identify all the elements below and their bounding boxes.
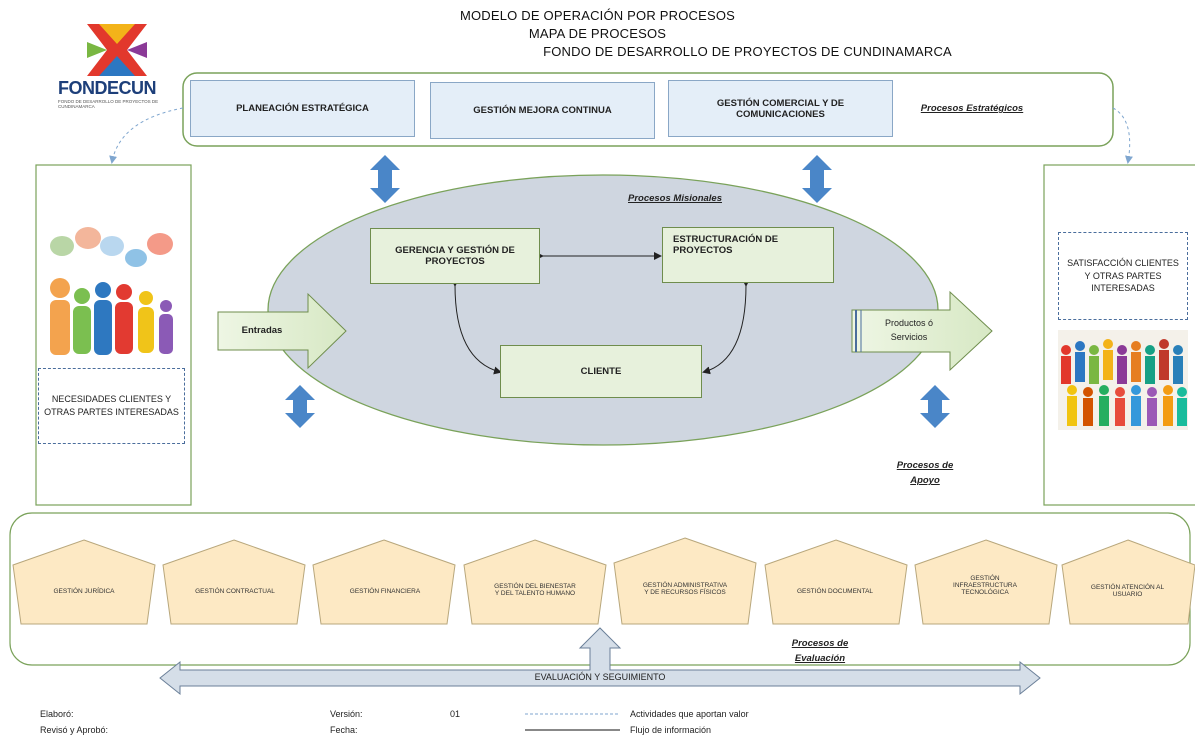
label-procesos-misionales: Procesos Misionales (628, 193, 722, 204)
satisfaction-box: SATISFACCIÓN CLIENTES Y OTRAS PARTES INT… (1058, 232, 1188, 320)
entradas-arrow (217, 292, 347, 370)
legend-dashed-label: Actividades que aportan valor (630, 709, 749, 719)
evaluation-arrow-label: EVALUACIÓN Y SEGUIMIENTO (534, 672, 666, 682)
updown-arrow-icon (285, 385, 315, 428)
pentagon-8 (1061, 539, 1195, 625)
logo-tagline: FONDO DE DESARROLLO DE PROYECTOS DE CUND… (58, 99, 159, 109)
label-procesos-evaluacion: Procesos de Evaluación (791, 638, 849, 665)
support-item-juridica: GESTIÓN JURÍDICA (53, 587, 115, 595)
box-planeacion: PLANEACIÓN ESTRATÉGICA (190, 80, 415, 137)
pentagon-2 (162, 539, 306, 625)
support-item-bienestar: GESTIÓN DEL BIENESTAR Y DEL TALENTO HUMA… (494, 583, 576, 597)
title-line-1: MODELO DE OPERACIÓN POR PROCESOS (459, 8, 736, 23)
legend-solid-label: Flujo de información (630, 725, 712, 735)
label-productos: Productos ó Servicios (884, 318, 934, 342)
title-line-3: FONDO DE DESARROLLO DE PROYECTOS DE CUND… (543, 44, 952, 59)
pentagon-4 (463, 539, 607, 625)
box-cliente: CLIENTE (500, 345, 702, 398)
evaluation-arrow (159, 627, 1041, 696)
label-entradas: Entradas (241, 325, 283, 336)
box-comercial: GESTIÓN COMERCIAL Y DE COMUNICACIONES (668, 80, 893, 137)
box-mejora-continua: GESTIÓN MEJORA CONTINUA (430, 82, 655, 139)
pentagon-5 (613, 537, 757, 625)
support-item-administrativa: GESTIÓN ADMINISTRATIVA Y DE RECURSOS FÍS… (642, 582, 728, 596)
support-pentagons (12, 537, 1195, 625)
pentagon-7 (914, 539, 1058, 625)
footer-version-label: Versión: (330, 709, 363, 719)
footer-fecha-label: Fecha: (330, 725, 358, 735)
updown-arrow-icon (370, 155, 400, 203)
support-item-contractual: GESTIÓN CONTRACTUAL (195, 587, 275, 595)
productos-arrow (851, 290, 993, 372)
box-gerencia: GERENCIA Y GESTIÓN DE PROYECTOS (370, 228, 540, 284)
pentagon-3 (312, 539, 456, 625)
connector-estructuracion-cliente (702, 278, 751, 375)
footer-reviso: Revisó y Aprobó: (40, 725, 109, 735)
missional-ellipse (267, 174, 939, 446)
footer-version-value: 01 (450, 709, 461, 719)
label-procesos-estrategicos: Procesos Estratégicos (920, 103, 1024, 114)
logo-name: FONDECUN (58, 78, 157, 98)
updown-arrow-icon (802, 155, 832, 203)
box-estructuracion: ESTRUCTURACIÓN DE PROYECTOS (662, 227, 834, 283)
dashed-link-left (109, 107, 184, 164)
support-item-infraestructura: GESTIÓN INFRAESTRUCTURA TECNOLÓGICA (953, 574, 1017, 596)
footer-elaboro: Elaboró: (40, 709, 74, 719)
needs-box: NECESIDADES CLIENTES Y OTRAS PARTES INTE… (38, 368, 185, 444)
support-item-financiera: GESTIÓN FINANCIERA (349, 587, 421, 595)
support-item-atencion: GESTIÓN ATENCIÓN AL USUARIO (1090, 584, 1165, 598)
label-procesos-apoyo: Procesos de Apoyo (896, 460, 954, 487)
people-illustration-left (50, 227, 173, 355)
pentagon-1 (12, 539, 156, 625)
dashed-link-right (1112, 107, 1133, 164)
connector-gerencia-cliente (450, 278, 502, 375)
crowd-illustration-right (1058, 330, 1188, 430)
support-item-documental: GESTIÓN DOCUMENTAL (796, 587, 874, 595)
logo: FONDECUN FONDO DE DESARROLLO DE PROYECTO… (45, 12, 185, 122)
title-line-2: MAPA DE PROCESOS (528, 26, 667, 41)
updown-arrow-icon (920, 385, 950, 428)
logo-mark-icon (87, 24, 147, 76)
pentagon-6 (764, 539, 908, 625)
